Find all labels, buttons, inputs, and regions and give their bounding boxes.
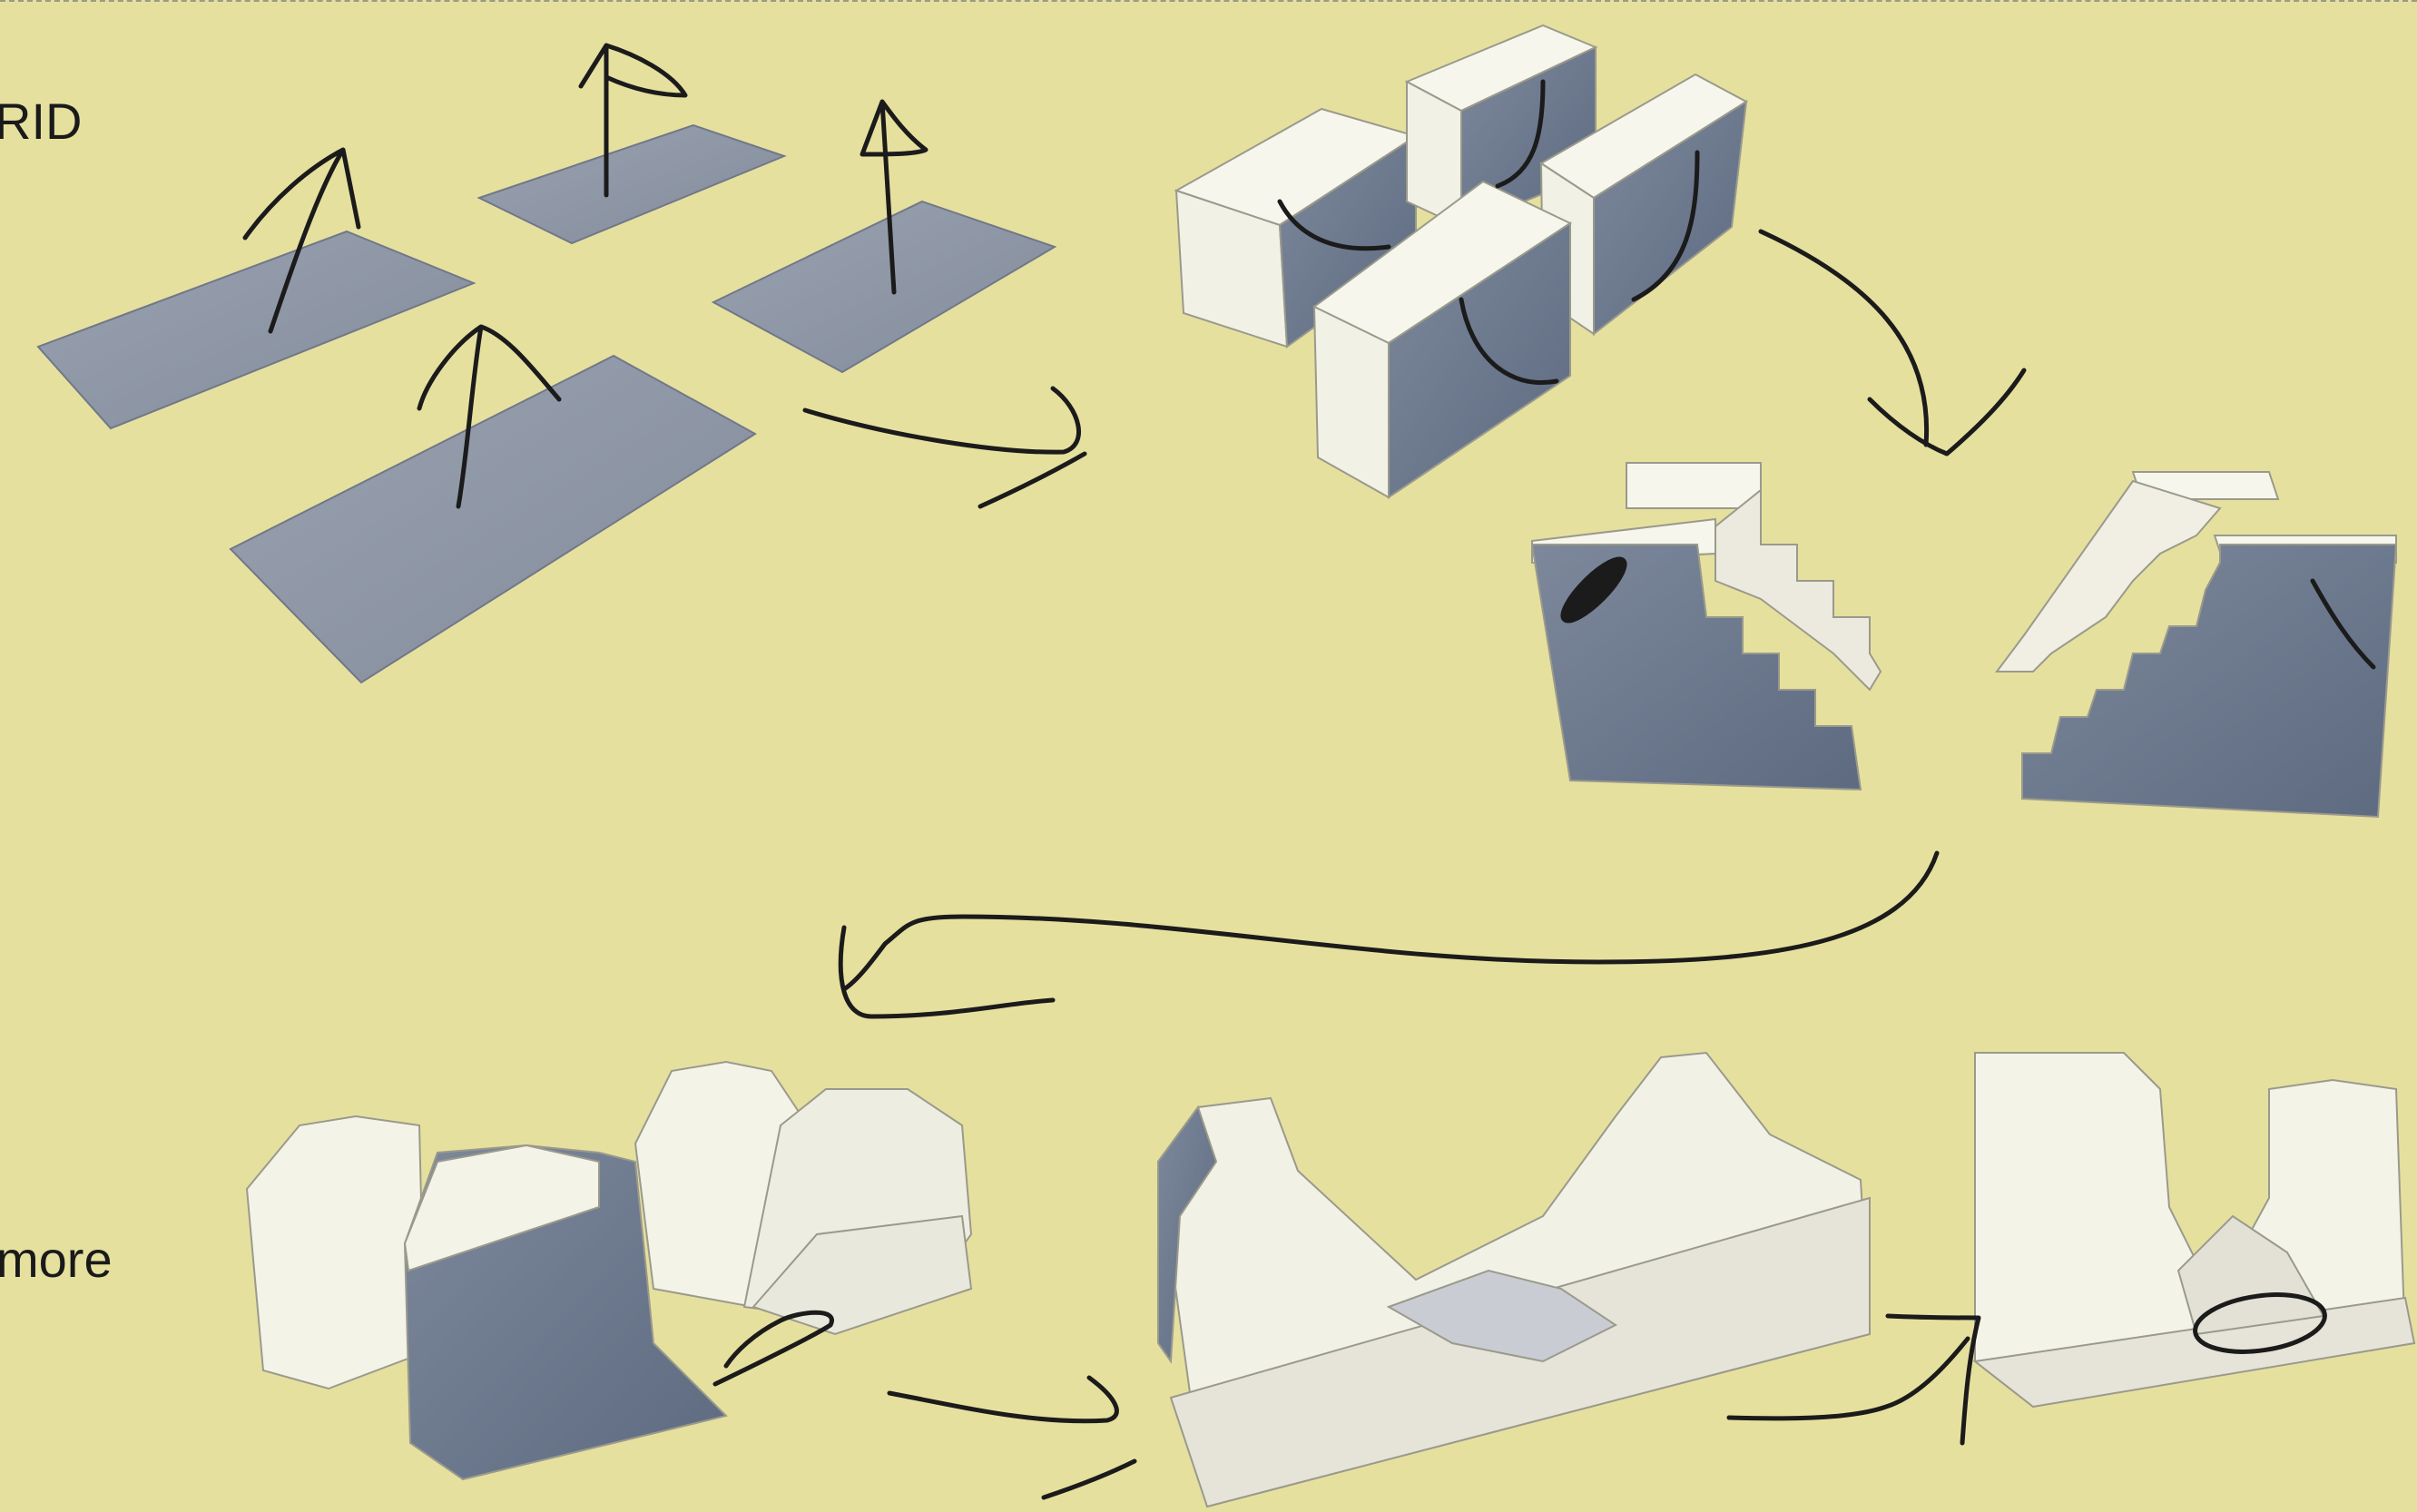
stepped-blocks-group bbox=[1532, 463, 2396, 817]
footprints-group bbox=[38, 125, 1055, 682]
plate-3 bbox=[713, 201, 1055, 372]
curved-stairs-group bbox=[247, 1062, 971, 1479]
final-massing-group bbox=[1975, 1053, 2414, 1407]
arrow-step2-to-step3 bbox=[1761, 231, 2024, 454]
arrow-step4-to-step5 bbox=[889, 1378, 1135, 1497]
extruded-blocks-group bbox=[1176, 25, 1746, 497]
plate-2 bbox=[479, 125, 784, 243]
arrow-step3-to-step4 bbox=[840, 853, 1937, 1016]
plate-1 bbox=[38, 231, 474, 428]
arrow-step1-to-step2 bbox=[805, 388, 1085, 506]
combined-terrain-group bbox=[1158, 1053, 1870, 1507]
plate-4 bbox=[231, 356, 755, 682]
